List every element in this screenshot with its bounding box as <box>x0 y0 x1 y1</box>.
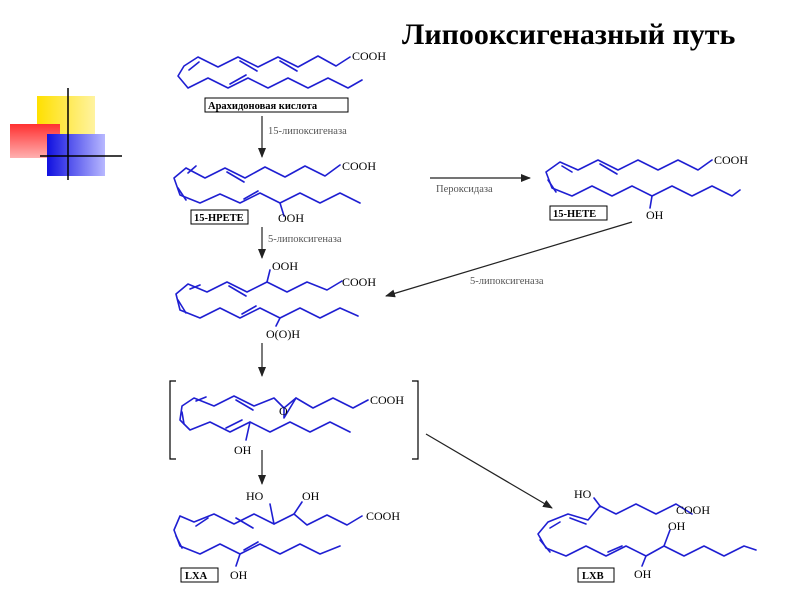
epoxide-cooh-label: COOH <box>370 393 404 407</box>
left-bracket <box>169 380 176 460</box>
arachidonic-acid-structure: COOH Арахидоновая кислота <box>177 49 386 113</box>
lxb-cooh-label: COOH <box>676 503 710 517</box>
epoxide-intermediate-structure: O COOH OH <box>169 380 419 460</box>
arrow-15hete-to-intermediate <box>385 221 633 298</box>
15-hpete-structure: COOH OOH 15-HPETE <box>173 159 376 225</box>
slide-title: Липооксигеназный путь <box>402 18 736 51</box>
lxa-oh1-label: OH <box>302 489 320 503</box>
lxa-name-box <box>180 567 219 583</box>
logo-blue-square <box>47 134 105 176</box>
epoxide-oxygen-label: O <box>279 404 288 418</box>
intermediate-cooh-label: COOH <box>342 275 376 289</box>
lxa-ho-label: HO <box>246 489 264 503</box>
enzyme-5-lipoxygenase-label-b: 5-липоксигеназа <box>470 276 544 287</box>
15-hete-oh-label: OH <box>646 208 664 222</box>
lxa-name-label: LXA <box>185 571 208 582</box>
arrow-epoxide-to-lxb <box>425 433 553 509</box>
lxb-name-box <box>577 567 615 583</box>
intermediate-ooh-label: OOH <box>272 259 298 273</box>
arachidonic-cooh-label: COOH <box>352 49 386 63</box>
slide-logo-decoration <box>10 88 122 180</box>
15-hpete-cooh-label: COOH <box>342 159 376 173</box>
enzyme-peroxidase-label: Пероксидаза <box>436 184 493 195</box>
right-bracket <box>412 380 419 460</box>
15-hete-name-box <box>549 205 608 221</box>
enzyme-15-lipoxygenase-label: 15-липоксигеназа <box>268 126 347 137</box>
15-hpete-ooh-label: OOH <box>278 211 304 225</box>
lipoxin-a-structure: HO OH COOH OH LXA <box>173 489 400 583</box>
lxb-name-label: LXB <box>582 571 604 582</box>
15-hete-cooh-label: COOH <box>714 153 748 167</box>
15-hpete-name-box <box>190 209 249 225</box>
lxa-cooh-label: COOH <box>366 509 400 523</box>
lxb-ho-label: HO <box>574 487 592 501</box>
lxb-oh1-label: OH <box>668 519 686 533</box>
arachidonic-name-label: Арахидоновая кислота <box>208 101 318 112</box>
15-hpete-name-label: 15-HPETE <box>194 213 244 224</box>
dihydroperoxide-intermediate-structure: OOH COOH O(O)H <box>175 259 376 341</box>
lipoxin-b-structure: HO COOH OH OH LXB <box>537 487 757 583</box>
lxa-oh2-label: OH <box>230 568 248 582</box>
enzyme-5-lipoxygenase-label-a: 5-липоксигеназа <box>268 234 342 245</box>
intermediate-ooh-bottom-label: O(O)H <box>266 327 300 341</box>
lxb-oh2-label: OH <box>634 567 652 581</box>
epoxide-oh-label: OH <box>234 443 252 457</box>
arachidonic-name-box <box>204 97 349 113</box>
15-hete-name-label: 15-HETE <box>553 209 596 220</box>
15-hete-structure: COOH OH 15-HETE <box>545 153 748 222</box>
